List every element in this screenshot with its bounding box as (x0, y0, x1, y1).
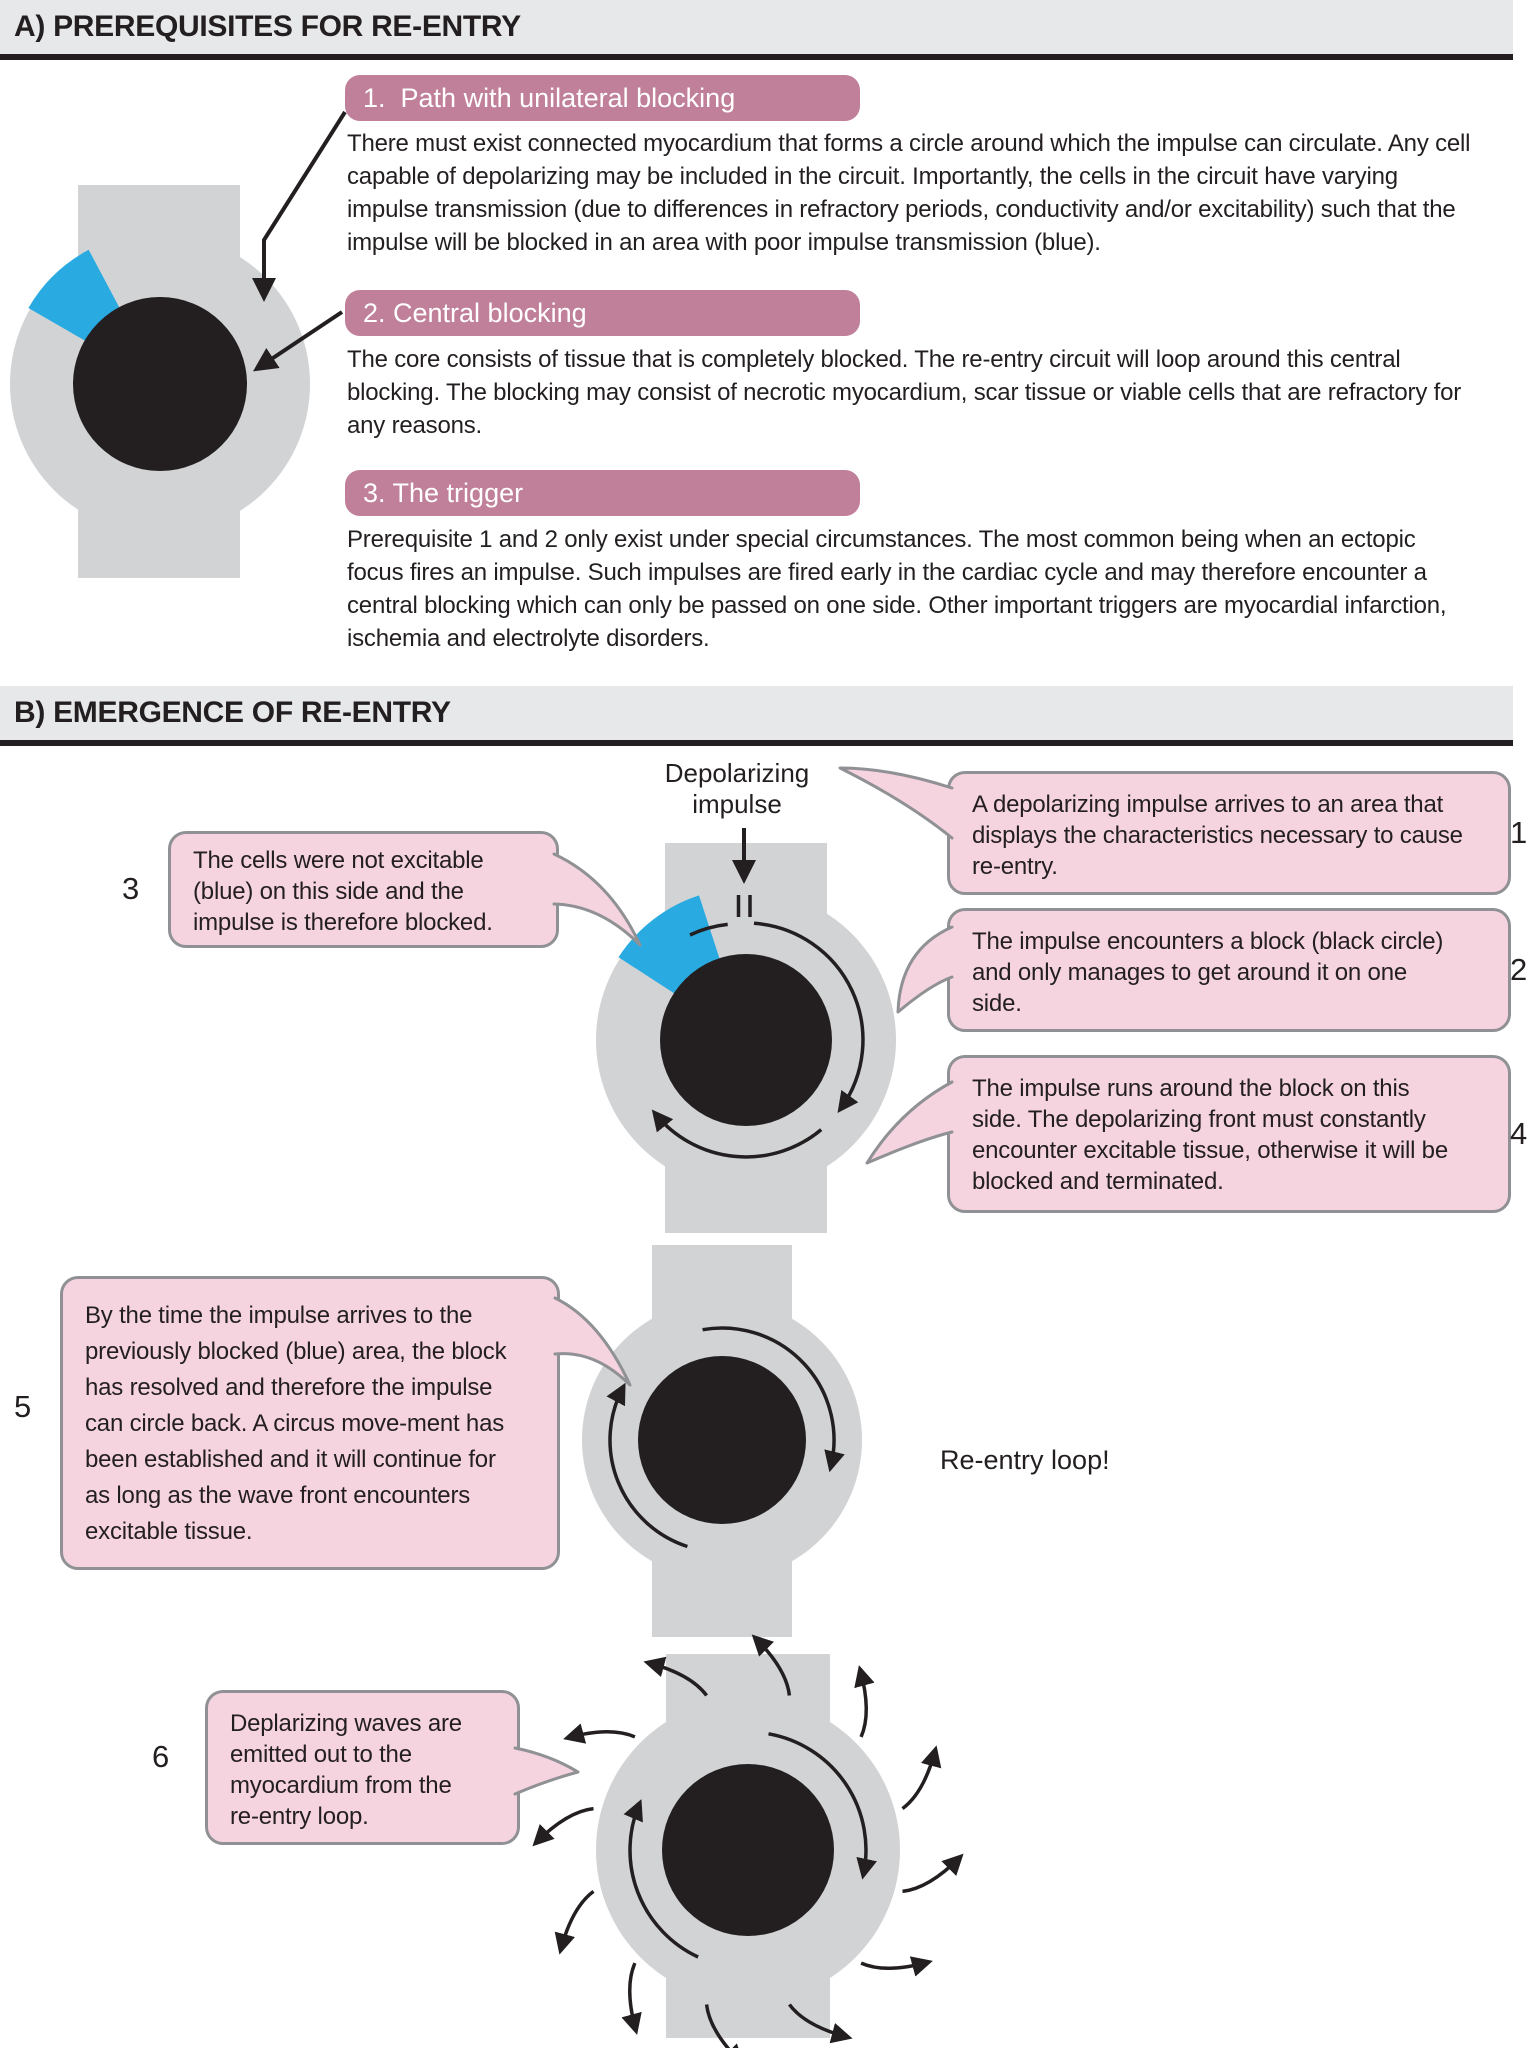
radiating-arrow (901, 1745, 942, 1811)
radiating-arrow (532, 1806, 594, 1847)
callout-5-text: By the time the impulse arrives to the p… (85, 1302, 507, 1545)
pointer-arrow-path-icon (252, 110, 347, 302)
radiating-arrow (563, 1723, 636, 1744)
callout-number-4: 4 (1510, 1116, 1528, 1151)
loop-arc-left (606, 1382, 688, 1549)
conduction-block-icon (736, 895, 752, 917)
callout-4-text: The impulse runs around the block on thi… (972, 1075, 1448, 1195)
radiating-arrow (902, 1853, 964, 1894)
callout-2: The impulse encounters a block (black ci… (947, 908, 1511, 1032)
loop-arc-right (702, 1326, 845, 1473)
callout-1-text: A depolarizing impulse arrives to an are… (972, 791, 1463, 880)
central-block (662, 1764, 834, 1936)
callout-5: By the time the impulse arrives to the p… (60, 1276, 560, 1570)
emergence-diagram-top (596, 828, 896, 1233)
callout-3-text: The cells were not excitable (blue) on t… (193, 847, 493, 936)
callout-2-text: The impulse encounters a block (black ci… (972, 928, 1444, 1017)
section-a-band: A) PREREQUISITES FOR RE-ENTRY (0, 0, 1513, 54)
callout-1: A depolarizing impulse arrives to an are… (947, 771, 1511, 895)
callout-6-text: Deplarizing waves are emitted out to the… (230, 1710, 462, 1830)
impulse-arc-right (753, 921, 865, 1114)
impulse-label-line1: Depolarizing (664, 758, 810, 788)
prereq-2-body: The core consists of tissue that is comp… (347, 346, 1462, 439)
section-b-rule (0, 740, 1513, 746)
emergence-diagram-loop (582, 1245, 862, 1637)
radiating-arrow (787, 2003, 853, 2044)
prereq-1-body: There must exist connected myocardium th… (347, 130, 1471, 256)
radiating-arrow (643, 1656, 709, 1697)
prereq-3-header: 3. The trigger (345, 470, 860, 516)
section-b-title: B) EMERGENCE OF RE-ENTRY (14, 696, 451, 729)
radiating-arrow (554, 1889, 595, 1955)
emergence-diagram-emit (532, 1634, 964, 2048)
blocked-arc (689, 922, 728, 937)
radiating-arrow (621, 1962, 642, 2035)
section-b-band: B) EMERGENCE OF RE-ENTRY (0, 686, 1513, 740)
radiating-wave-arrows (532, 1634, 964, 2048)
callout-number-6: 6 (152, 1739, 170, 1774)
callout-number-5: 5 (14, 1389, 32, 1424)
radiating-arrow (854, 1665, 875, 1738)
callout-6: Deplarizing waves are emitted out to the… (205, 1690, 520, 1845)
reentry-loop-label: Re-entry loop! (940, 1445, 1110, 1475)
central-block (660, 954, 832, 1126)
prereq-3-body: Prerequisite 1 and 2 only exist under sp… (347, 526, 1447, 652)
callout-number-1: 1 (1510, 815, 1528, 850)
impulse-arc-bottom (651, 1109, 823, 1159)
loop-arc-left (623, 1799, 699, 1959)
prereq-1-header: 1. Path with unilateral blocking (345, 75, 860, 121)
callout-4: The impulse runs around the block on thi… (947, 1055, 1511, 1213)
prerequisites-diagram (10, 110, 347, 578)
callout-number-3: 3 (122, 871, 140, 906)
depolarizing-impulse-label: Depolarizing impulse (637, 758, 837, 820)
radiating-arrow (751, 1634, 792, 1696)
radiating-arrow (860, 1956, 933, 1977)
pointer-arrow-block-icon (253, 310, 344, 372)
callout-number-2: 2 (1510, 952, 1528, 987)
central-block (638, 1356, 806, 1524)
callout-3: The cells were not excitable (blue) on t… (168, 831, 559, 948)
section-a-title: A) PREREQUISITES FOR RE-ENTRY (14, 10, 521, 43)
radiating-arrow (704, 2004, 745, 2048)
section-a-rule (0, 54, 1513, 60)
impulse-label-line2: impulse (692, 789, 782, 819)
central-block (73, 297, 247, 471)
prereq-2-header: 2. Central blocking (345, 290, 860, 336)
loop-arc-right (768, 1732, 877, 1880)
